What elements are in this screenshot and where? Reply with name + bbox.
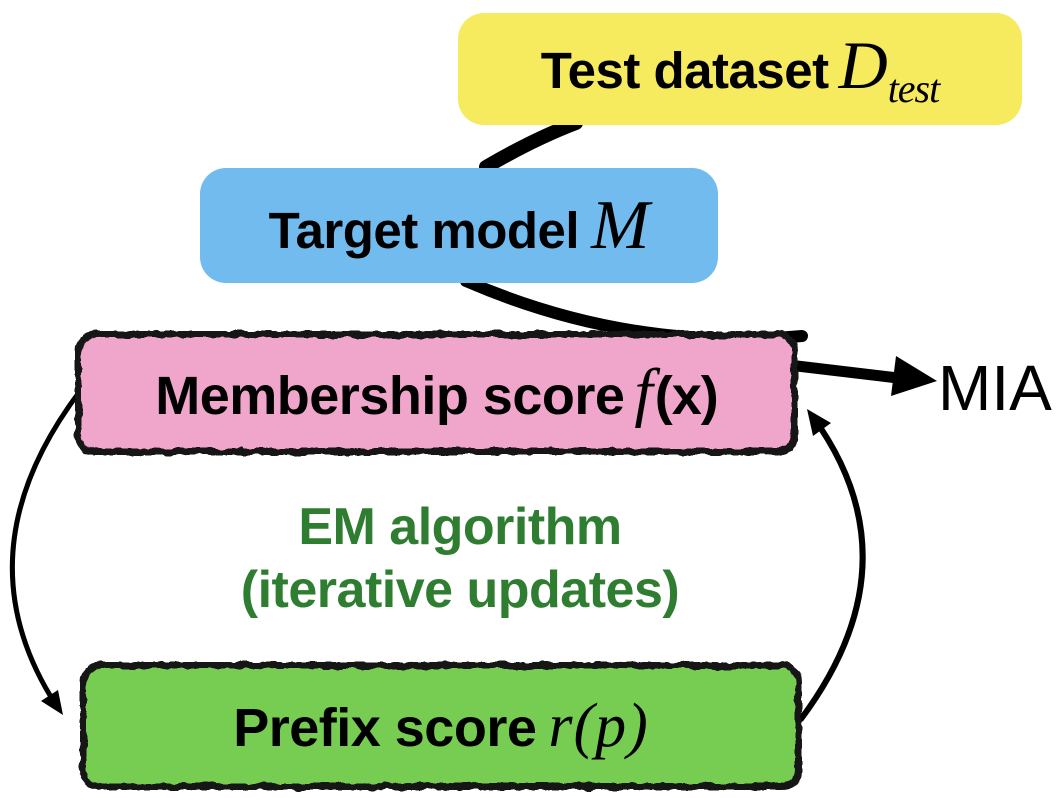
em-algorithm-line2: (iterative updates) <box>240 561 680 619</box>
target-model-text: Target model <box>268 201 580 259</box>
arrow-prefix-to-membership-arc <box>798 414 866 722</box>
node-membership-score-fill <box>75 331 798 455</box>
em-algorithm-caption: EM algorithm (iterative updates) <box>130 496 790 622</box>
math-subscript-test: test <box>887 66 941 111</box>
arrow-prefix-to-membership-head <box>807 409 831 436</box>
prefix-score-text: Prefix score <box>233 697 537 758</box>
arrow-membership-to-mia-shaft <box>791 360 904 384</box>
mia-label: MIA <box>938 352 1052 424</box>
em-algorithm-line1: EM algorithm <box>298 498 622 556</box>
math-symbol-M: M <box>591 186 650 264</box>
math-symbol-rp: r(p) <box>548 691 649 760</box>
node-test-dataset-fill <box>458 13 1022 125</box>
node-target-model-fill <box>200 168 718 283</box>
arrow-membership-to-mia-head <box>891 356 937 396</box>
arrow-membership-to-prefix-head <box>41 690 63 715</box>
math-symbol-D: D <box>838 27 888 103</box>
test-dataset-text: Test dataset <box>540 42 829 99</box>
math-args-x: (x) <box>654 366 719 426</box>
math-symbol-f: f <box>634 356 653 429</box>
arrow-dataset-to-model <box>479 116 583 174</box>
arrow-membership-to-prefix-arc <box>9 388 83 708</box>
membership-score-text: Membership score <box>155 366 625 426</box>
node-prefix-score-fill <box>80 662 802 790</box>
